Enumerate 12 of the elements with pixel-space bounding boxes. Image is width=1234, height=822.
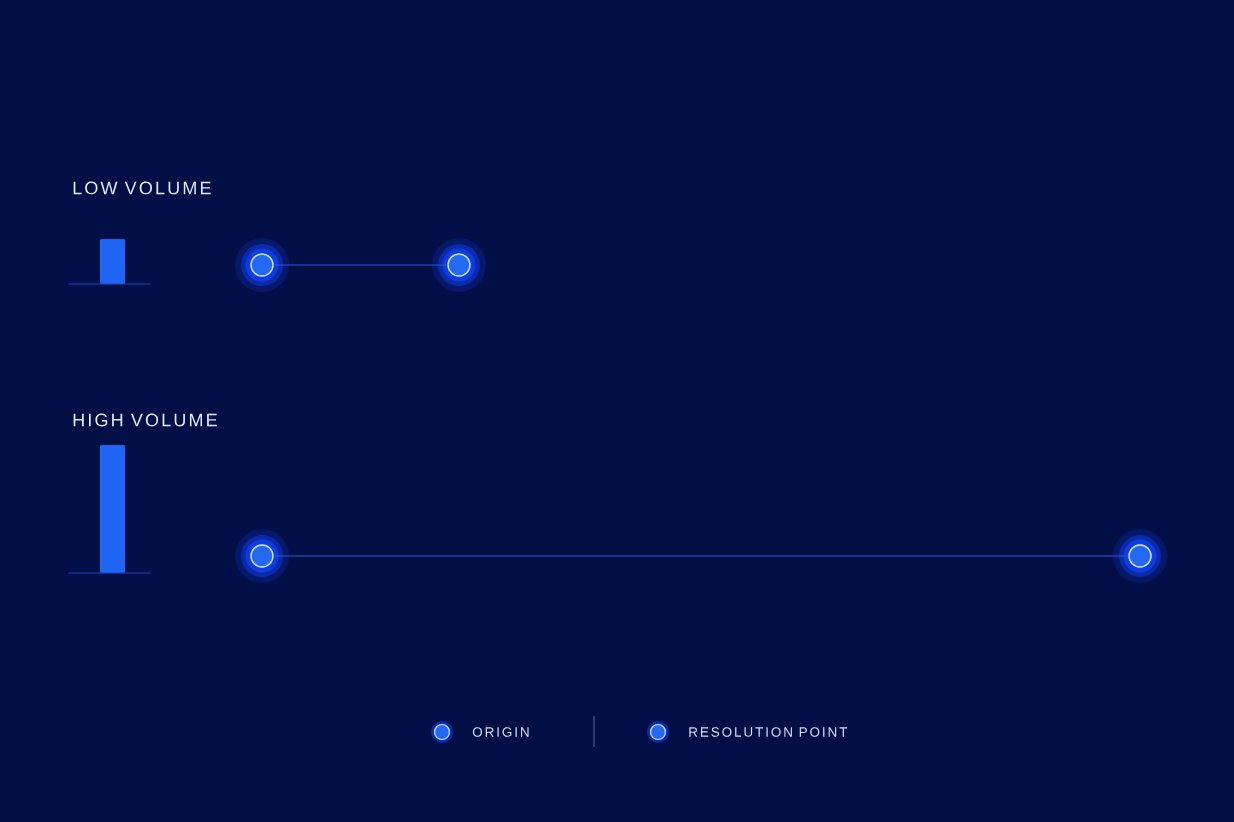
glowing-dot (1113, 529, 1167, 583)
legend-label: RESOLUTION POINT (689, 727, 848, 737)
glowing-dot (235, 238, 289, 292)
legend-label: ORIGIN (472, 727, 529, 737)
bar (100, 239, 125, 284)
section-heading: LOW VOLUME (73, 181, 211, 195)
glowing-dot (432, 238, 486, 292)
section-heading: HIGH VOLUME (73, 413, 217, 427)
glowing-dot (235, 529, 289, 583)
connector-line (273, 264, 448, 266)
connector-line (273, 555, 1129, 557)
bar (100, 445, 125, 573)
